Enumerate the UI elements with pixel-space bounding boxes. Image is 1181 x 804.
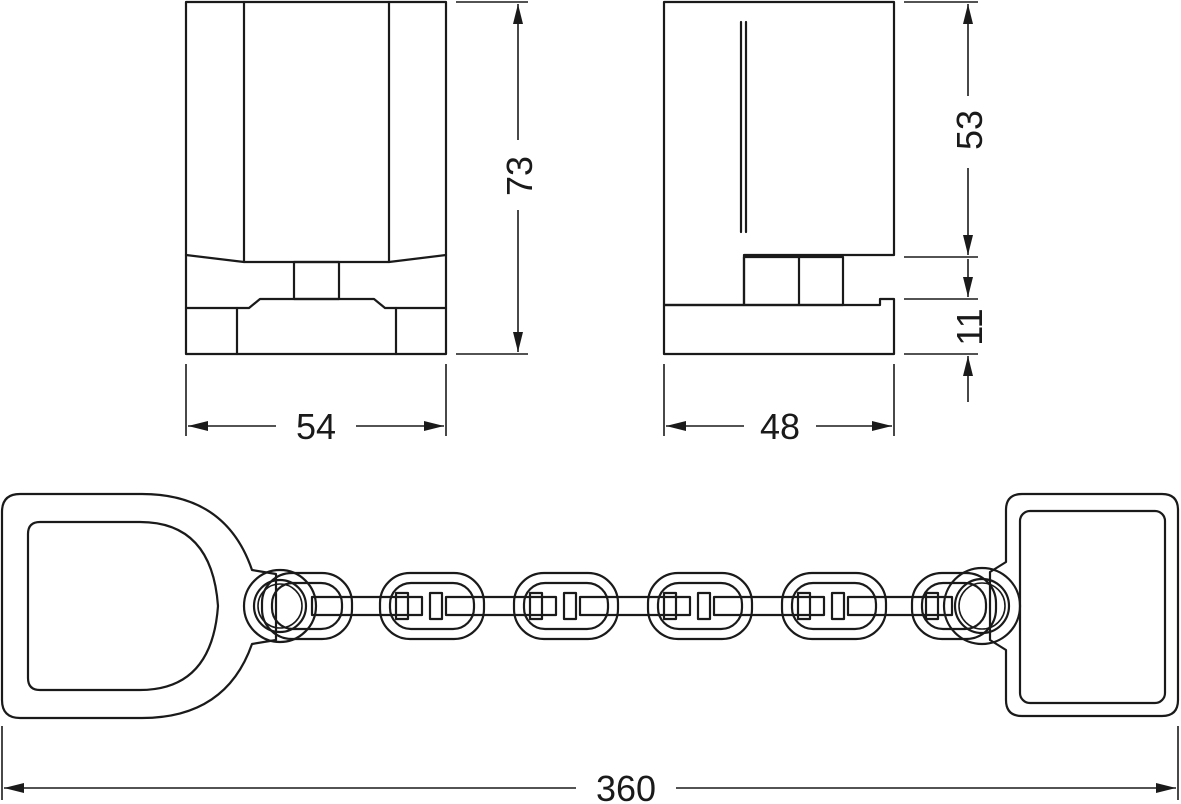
chain-link-inner (656, 581, 744, 631)
chain-handle-plate (0, 492, 318, 720)
dimension-label-73: 73 (499, 156, 540, 196)
chain-link-outer (378, 571, 486, 641)
chain-link-inner (388, 581, 476, 631)
chain-link-outer (646, 571, 754, 641)
dimension-front-height: 73 (456, 1, 540, 355)
chain-link-outer (780, 571, 888, 641)
chain-link-outer (260, 571, 354, 641)
chain-link-joint (662, 591, 678, 621)
chain-link-flat (310, 595, 424, 617)
chain-link-inner (920, 581, 988, 631)
chain-links (260, 571, 998, 641)
chain-slide-plate (942, 492, 1180, 718)
dimension-front-width: 54 (185, 364, 447, 447)
dimension-label-54: 54 (296, 406, 336, 447)
front-view (184, 0, 448, 356)
chain-link-outer (910, 571, 998, 641)
chain-link-joint (562, 591, 578, 621)
chain-link-flat (444, 595, 558, 617)
door-chain (0, 492, 1180, 720)
dimension-label-48: 48 (760, 406, 800, 447)
dimension-label-53: 53 (949, 110, 990, 150)
dimension-overall-length: 360 (1, 726, 1179, 804)
side-view (662, 0, 896, 356)
chain-link-outer (512, 571, 620, 641)
dimension-label-11: 11 (949, 308, 990, 345)
chain-link-joint (830, 591, 846, 621)
chain-link-joint (796, 591, 812, 621)
dimension-label-360: 360 (596, 768, 656, 804)
chain-link-flat (578, 595, 692, 617)
chain-link-inner (522, 581, 610, 631)
dimension-side-width: 48 (663, 364, 895, 447)
chain-link-inner (270, 581, 344, 631)
dimension-side-height: 53 11 (904, 1, 990, 402)
chain-link-joint (696, 591, 712, 621)
chain-link-flat (846, 595, 954, 617)
chain-link-joint (924, 591, 940, 621)
chain-link-joint (528, 591, 544, 621)
chain-link-joint (394, 591, 410, 621)
chain-link-joint (428, 591, 444, 621)
chain-link-inner (790, 581, 878, 631)
chain-link-flat (712, 595, 826, 617)
